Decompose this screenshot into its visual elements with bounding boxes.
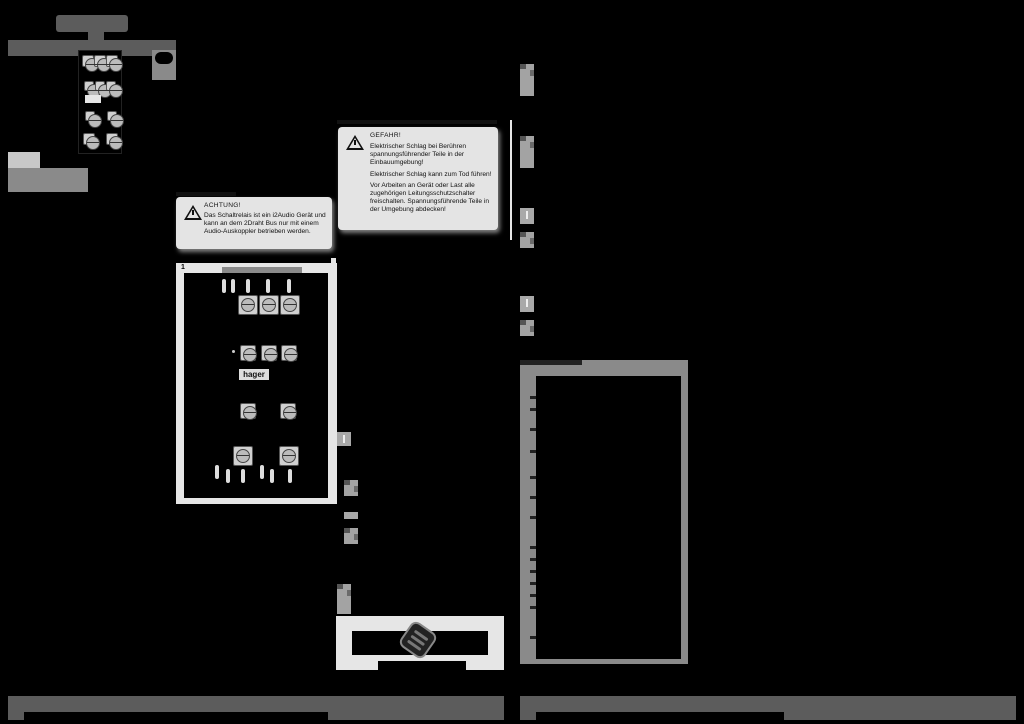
- logo-stem: [88, 32, 104, 41]
- step-icon: [520, 320, 534, 336]
- terminal-tick: [530, 428, 536, 431]
- warning-paragraph: Elektrischer Schlag kann zum Tod führen!: [370, 170, 492, 178]
- terminal-pin: [226, 469, 230, 483]
- step-icon: [520, 64, 534, 96]
- terminal-pin: [288, 469, 292, 483]
- footer-tab: [784, 712, 1016, 720]
- footer-tab: [8, 712, 24, 720]
- terminal-module: [280, 295, 300, 315]
- warning-triangle-icon: [346, 135, 364, 150]
- terminal-tick: [530, 476, 536, 479]
- terminal-tick: [530, 496, 536, 499]
- terminal-module: [279, 446, 299, 466]
- terminal-pin: [215, 465, 219, 479]
- terminal-tick: [530, 636, 536, 639]
- connector-figure: [336, 616, 504, 670]
- terminal-pin: [260, 465, 264, 479]
- warning-paragraph: Elektrischer Schlag bei Berühren spannun…: [370, 143, 467, 167]
- terminal-module: [84, 81, 101, 98]
- terminal-module: [94, 55, 111, 72]
- terminal-module: [281, 345, 298, 362]
- warning-gefahr: GEFAHR! Elektrischer Schlag bei Berühren…: [338, 127, 498, 230]
- status-led: [232, 350, 235, 353]
- header-bar: [8, 40, 176, 56]
- terminal-module: [280, 403, 297, 420]
- terminal-tick: [530, 594, 536, 597]
- info-icon: [337, 432, 351, 446]
- terminal-module: [106, 133, 123, 150]
- terminal-tick: [530, 558, 536, 561]
- warning-achtung: ACHTUNG! Das Schaltrelais ist ein i2Audi…: [176, 197, 332, 249]
- terminal-tick: [530, 570, 536, 573]
- footer-cutout: [24, 712, 328, 720]
- terminal-module: [106, 81, 123, 98]
- footer-bar-right: [520, 696, 1016, 712]
- terminal-module: [259, 295, 279, 315]
- terminal-pin: [241, 469, 245, 483]
- footer-tab: [328, 712, 504, 720]
- section-heading-bar: [8, 168, 88, 192]
- terminal-tick: [530, 582, 536, 585]
- terminal-tick: [530, 450, 536, 453]
- terminal-pin: [222, 279, 226, 293]
- warning-paragraph: Vor Arbeiten an Gerät oder Last alle zug…: [370, 181, 490, 214]
- terminal-tick: [530, 606, 536, 609]
- terminal-tick: [530, 546, 536, 549]
- terminal-pin: [266, 279, 270, 293]
- warning-triangle-icon: [184, 205, 202, 220]
- warning-title: ACHTUNG!: [204, 202, 241, 209]
- step-icon: [337, 584, 351, 614]
- device-overview: [78, 50, 124, 154]
- figure-caption-bar: [222, 267, 302, 273]
- warning-text: Das Schaltrelais ist ein i2Audio Gerät u…: [204, 212, 326, 236]
- info-icon: [520, 296, 534, 312]
- section-title-bar: [176, 192, 236, 196]
- terminal-pin: [246, 279, 250, 293]
- terminal-module: [107, 111, 124, 128]
- terminal-module: [85, 111, 102, 128]
- step-bracket: [331, 258, 336, 444]
- brand-label-small: [85, 95, 101, 103]
- terminal-module: [238, 295, 258, 315]
- info-icon: [520, 208, 534, 224]
- warning-title: GEFAHR!: [370, 132, 402, 139]
- terminal-module: [233, 446, 253, 466]
- footer-bar-left: [8, 696, 504, 712]
- brand-label: hager: [239, 369, 269, 380]
- step-icon: [344, 480, 358, 496]
- step-marker: [344, 512, 358, 519]
- terminal-pin: [270, 469, 274, 483]
- terminal-pin: [231, 279, 235, 293]
- section-title-bar: [337, 120, 497, 124]
- terminal-module: [83, 133, 100, 150]
- terminal-pin: [287, 279, 291, 293]
- step-icon: [344, 528, 358, 544]
- step-icon: [520, 232, 534, 248]
- terminal-module: [106, 55, 123, 72]
- step-icon: [520, 136, 534, 168]
- device-photo: [152, 50, 176, 80]
- terminal-module: [240, 345, 257, 362]
- figure-number: 1: [181, 264, 185, 271]
- terminal-tick: [530, 396, 536, 399]
- footer-tab: [520, 712, 536, 720]
- step-bracket: [510, 120, 512, 240]
- terminal-diagram: [520, 360, 688, 664]
- warning-text: Elektrischer Schlag bei Berühren spannun…: [370, 143, 494, 218]
- terminal-module: [261, 345, 278, 362]
- terminal-module: [240, 403, 257, 420]
- hager-logo: [56, 15, 128, 32]
- terminal-tick: [530, 408, 536, 411]
- wiring-figure: 1 hager: [176, 263, 337, 504]
- terminal-tick: [530, 516, 536, 519]
- terminal-module: [82, 55, 99, 72]
